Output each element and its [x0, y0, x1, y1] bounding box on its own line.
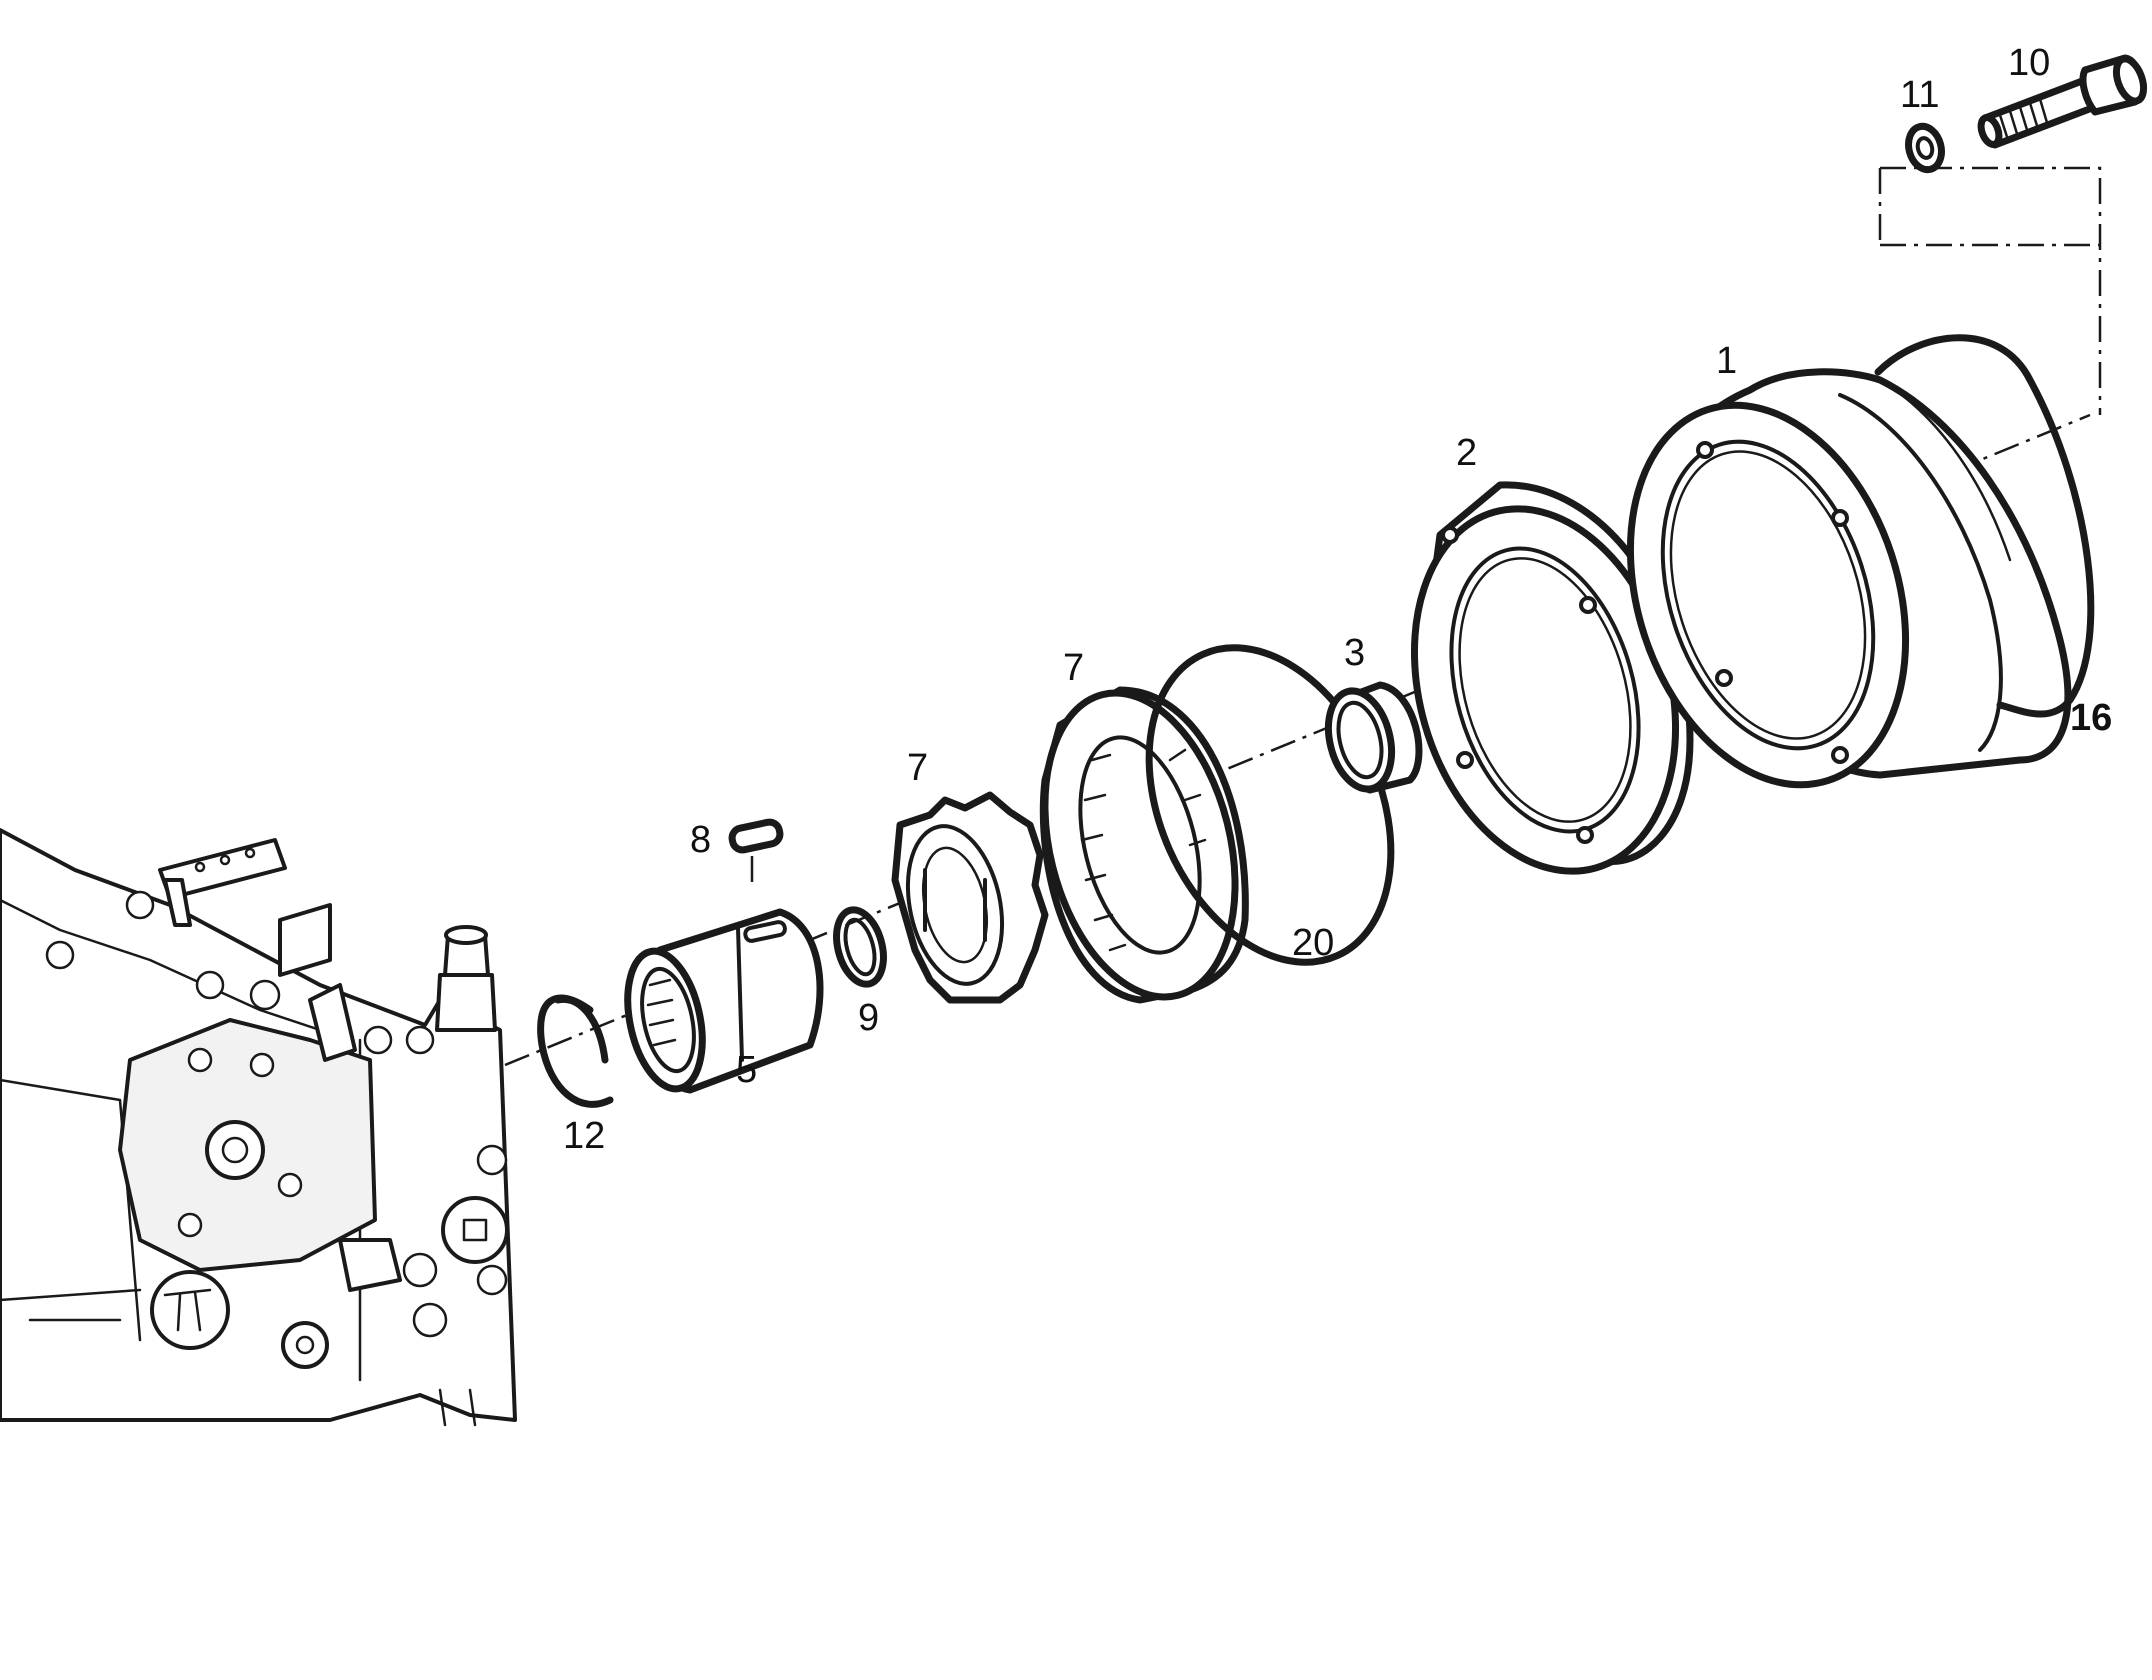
callout-3: 3: [1344, 632, 1365, 674]
part-5-splined-sleeve: [624, 908, 824, 1094]
part-2-flange: [1410, 481, 1694, 875]
callout-9: 9: [858, 997, 879, 1039]
callout-20: 20: [1292, 922, 1334, 964]
callout-5: 5: [736, 1049, 757, 1091]
part-12-snap-ring: [537, 994, 614, 1108]
callout-7-ring-gear: 7: [1063, 647, 1084, 689]
part-3-bushing: [1324, 681, 1423, 794]
callout-10: 10: [2008, 42, 2050, 84]
part-7-gear: [891, 791, 1049, 1004]
part-10-bolt: [1977, 54, 2148, 149]
callout-2: 2: [1456, 432, 1477, 474]
part-8-key: [728, 818, 784, 854]
callout-labels: 10 11 1 2 3 16 7 7 8 20 9 5 12: [563, 42, 2112, 1157]
pump-housing: [0, 828, 517, 1427]
part-16-o-ring: [1874, 334, 2095, 718]
callout-16: 16: [2070, 697, 2112, 739]
callout-1: 1: [1716, 340, 1737, 382]
part-11-washer: [1905, 122, 1945, 174]
part-9-circlip: [833, 906, 887, 988]
part-7-ring-gear: [1039, 686, 1249, 1004]
callout-11: 11: [1900, 74, 1939, 116]
callout-7-gear: 7: [907, 747, 928, 789]
callout-12: 12: [563, 1115, 605, 1157]
callout-8: 8: [690, 819, 711, 861]
part-1-cover: [1626, 368, 2072, 789]
